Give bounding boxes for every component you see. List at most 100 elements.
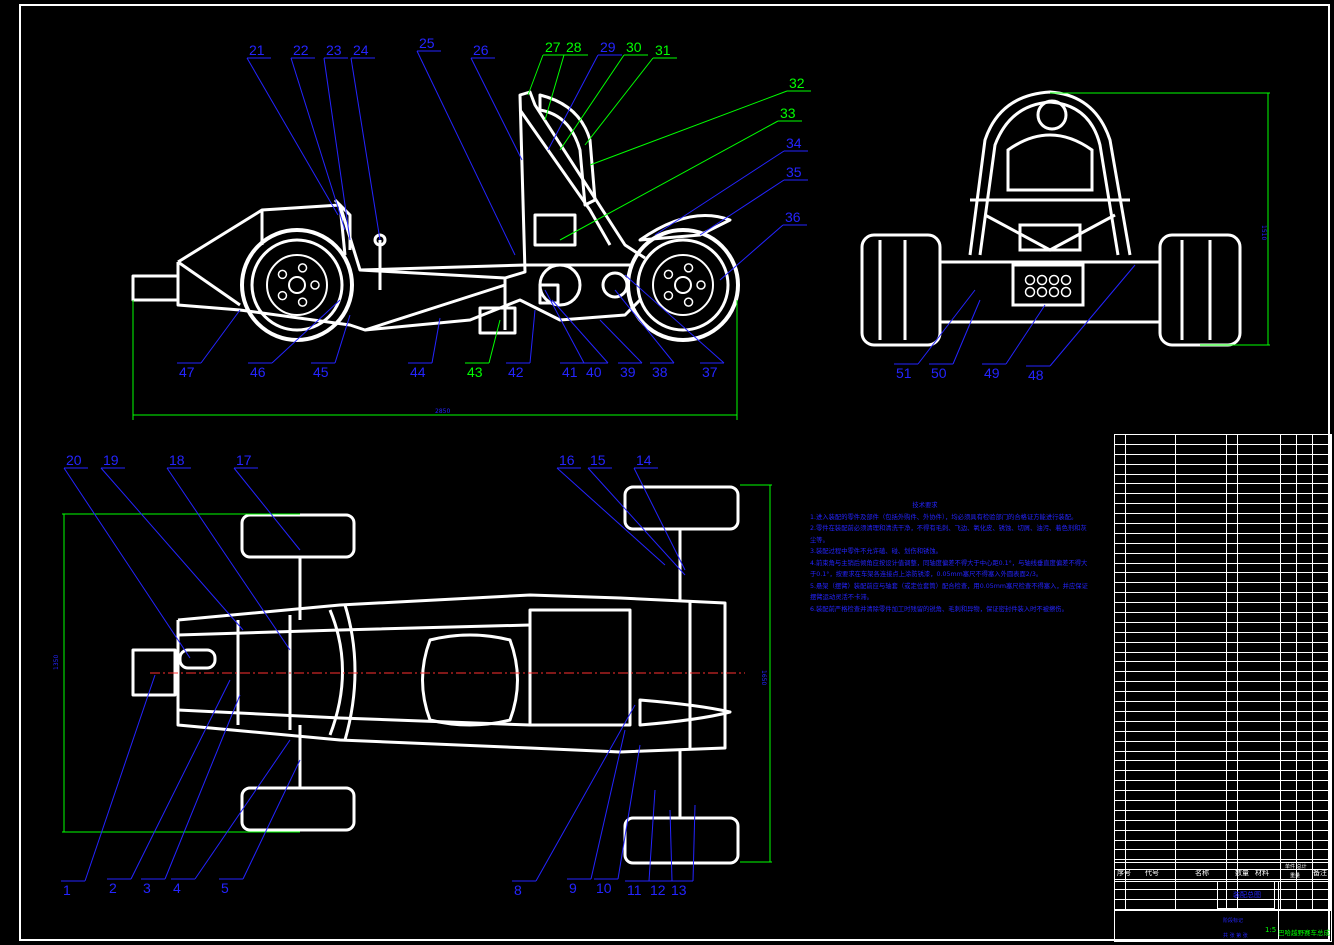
parts-list-cell xyxy=(1297,464,1313,474)
parts-list-cell xyxy=(1313,721,1332,731)
parts-list-cell xyxy=(1176,870,1227,880)
parts-list-row xyxy=(1115,751,1332,762)
parts-list-cell xyxy=(1176,781,1227,791)
hdr-material: 材料 xyxy=(1255,869,1269,877)
parts-list-cell xyxy=(1115,464,1126,474)
callout-28: 28 xyxy=(544,39,588,121)
parts-list-row xyxy=(1115,781,1332,792)
parts-list-cell xyxy=(1313,800,1332,810)
front-view xyxy=(860,90,1242,347)
parts-list-cell xyxy=(1227,741,1238,751)
parts-list-cell xyxy=(1227,682,1238,692)
callout-35: 35 xyxy=(699,164,808,236)
parts-list-row xyxy=(1115,524,1332,534)
hdr-weight: 重量 xyxy=(1290,873,1301,879)
callout-47: 47 xyxy=(177,309,241,380)
parts-list-cell xyxy=(1176,603,1227,613)
parts-list-cell xyxy=(1176,702,1227,711)
parts-list-cell xyxy=(1313,632,1332,642)
parts-list-cell xyxy=(1115,721,1126,731)
parts-list-cell xyxy=(1313,652,1332,662)
parts-list-cell xyxy=(1297,435,1313,444)
parts-list-cell xyxy=(1297,652,1313,662)
callout-36: 36 xyxy=(719,209,807,281)
parts-list-cell xyxy=(1115,622,1126,632)
parts-list-cell xyxy=(1238,632,1281,642)
parts-list-cell xyxy=(1126,553,1177,563)
parts-list-cell xyxy=(1313,583,1332,593)
parts-list xyxy=(1114,434,1332,911)
parts-list-cell xyxy=(1238,593,1281,603)
callout-number: 4 xyxy=(173,880,181,896)
callout-number: 43 xyxy=(467,364,483,380)
parts-list-cell xyxy=(1313,672,1332,682)
parts-list-row xyxy=(1115,889,1332,900)
parts-list-cell xyxy=(1126,622,1177,632)
callout-number: 16 xyxy=(559,452,575,468)
parts-list-cell xyxy=(1238,464,1281,474)
parts-list-cell xyxy=(1176,494,1227,504)
parts-list-row xyxy=(1115,771,1332,782)
parts-list-cell xyxy=(1115,573,1126,583)
parts-list-cell xyxy=(1126,603,1177,613)
parts-list-cell xyxy=(1281,652,1297,662)
callout-17: 17 xyxy=(233,452,301,551)
callout-number: 10 xyxy=(596,880,612,896)
parts-list-row xyxy=(1115,800,1332,811)
parts-list-cell xyxy=(1281,464,1297,474)
parts-list-cell xyxy=(1313,662,1332,672)
parts-list-cell xyxy=(1238,573,1281,583)
callout-number: 18 xyxy=(169,452,185,468)
parts-list-cell xyxy=(1238,672,1281,682)
callout-number: 13 xyxy=(671,882,687,898)
parts-list-cell xyxy=(1176,880,1227,889)
parts-list-cell xyxy=(1227,573,1238,583)
callout-number: 17 xyxy=(236,452,252,468)
callout-number: 36 xyxy=(785,209,801,225)
callout-number: 27 xyxy=(545,39,561,55)
parts-list-cell xyxy=(1313,791,1332,800)
parts-list-cell xyxy=(1115,741,1126,751)
parts-list-cell xyxy=(1126,830,1177,840)
parts-list-cell xyxy=(1115,850,1126,860)
parts-list-cell xyxy=(1238,820,1281,830)
callout-number: 51 xyxy=(896,365,912,381)
parts-list-cell xyxy=(1313,731,1332,741)
parts-list-cell xyxy=(1126,711,1177,721)
parts-list-cell xyxy=(1238,860,1281,870)
battery-cell-icon xyxy=(1024,274,1036,286)
parts-list-cell xyxy=(1227,613,1238,622)
parts-list-cell xyxy=(1115,454,1126,464)
sheet-info: 共 张 第 张 xyxy=(1223,933,1248,939)
parts-list-cell xyxy=(1281,682,1297,692)
parts-list-cell xyxy=(1313,781,1332,791)
parts-list-cell xyxy=(1227,543,1238,553)
parts-list-cell xyxy=(1313,840,1332,850)
parts-list-cell xyxy=(1238,870,1281,880)
parts-list-cell xyxy=(1227,771,1238,781)
parts-list-cell xyxy=(1126,850,1177,860)
parts-list-cell xyxy=(1238,474,1281,484)
parts-list-cell xyxy=(1297,692,1313,702)
callout-39: 39 xyxy=(599,319,643,380)
parts-list-cell xyxy=(1238,484,1281,494)
top-view xyxy=(131,485,740,865)
parts-list-cell xyxy=(1126,573,1177,583)
callout-number: 35 xyxy=(786,164,802,180)
hdr-qty: 数量 xyxy=(1235,869,1249,877)
parts-list-cell xyxy=(1297,543,1313,553)
parts-list-row xyxy=(1115,711,1332,722)
callout-26: 26 xyxy=(470,42,523,161)
parts-list-cell xyxy=(1297,622,1313,632)
parts-list-cell xyxy=(1126,820,1177,830)
parts-list-cell xyxy=(1238,702,1281,711)
parts-list-cell xyxy=(1297,781,1313,791)
parts-list-cell xyxy=(1227,702,1238,711)
parts-list-cell xyxy=(1176,553,1227,563)
callout-9: 9 xyxy=(567,729,626,896)
parts-list-cell xyxy=(1176,583,1227,593)
callout-number: 48 xyxy=(1028,367,1044,383)
parts-list-cell xyxy=(1238,880,1281,889)
callout-33: 33 xyxy=(559,105,802,241)
